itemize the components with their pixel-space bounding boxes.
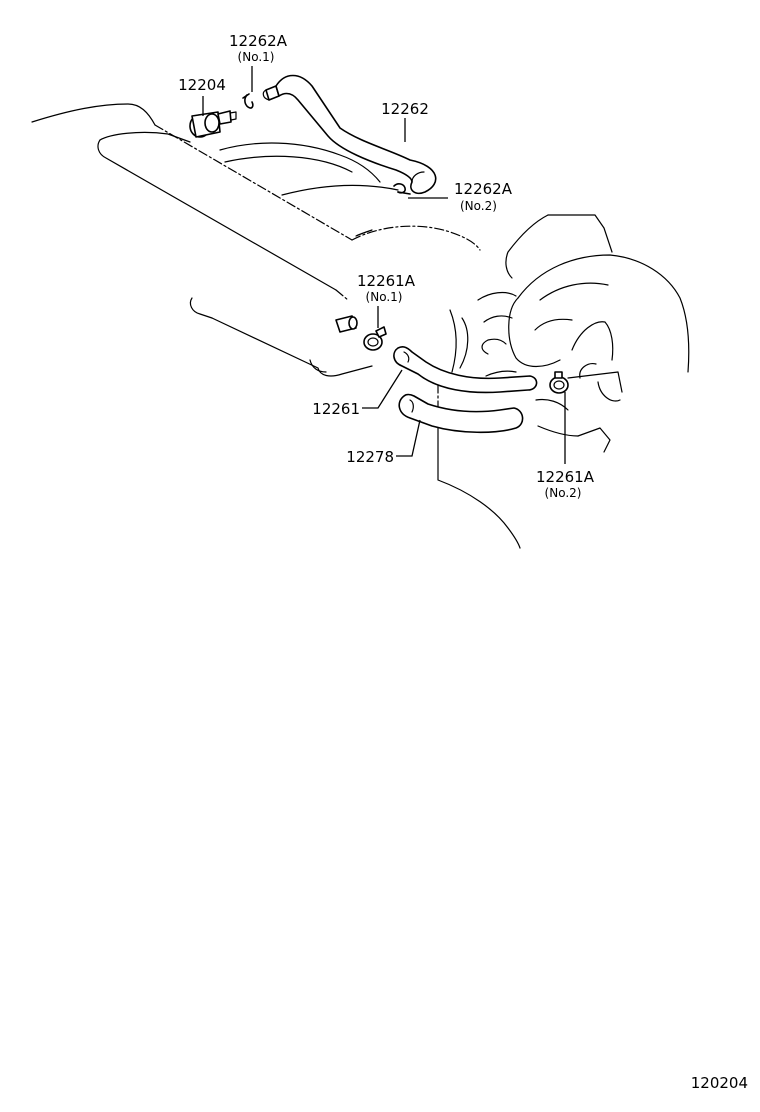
- label-clip-no1-top-sub: (No.1): [238, 50, 275, 64]
- label-hose-lower: 12261: [312, 400, 360, 418]
- hose-clamp-no2: [549, 371, 569, 394]
- label-clip-no1-top: 12262A: [229, 32, 288, 50]
- leader-lines: [202, 66, 566, 464]
- label-pcv-valve: 12204: [178, 76, 226, 94]
- air-intake-duct: [505, 214, 690, 453]
- label-clamp-no2: 12261A: [536, 468, 595, 486]
- label-clip-no2-top-sub: (No.2): [460, 199, 497, 213]
- label-clamp-no1-sub: (No.1): [366, 290, 403, 304]
- hose-nipple: [335, 315, 358, 333]
- bypass-hose: [398, 393, 524, 434]
- label-clip-no2-top: 12262A: [454, 180, 513, 198]
- upper-pcv-hose: [262, 74, 437, 195]
- hose-clip-no2-upper: [393, 183, 411, 195]
- label-clamp-no1: 12261A: [357, 272, 416, 290]
- lower-pcv-hose: [393, 346, 538, 394]
- label-hose-bottom: 12278: [346, 448, 394, 466]
- part-labels: 12262A (No.1) 12204 12262 12262A (No.2) …: [178, 32, 748, 1092]
- pcv-valve: [189, 110, 237, 138]
- engine-outline: [31, 103, 521, 549]
- hose-clamp-no1: [363, 326, 387, 351]
- label-hose-upper: 12262: [381, 100, 429, 118]
- hose-clip-no1-upper: [242, 93, 254, 109]
- figure-number: 120204: [691, 1074, 748, 1092]
- label-clamp-no2-sub: (No.2): [545, 486, 582, 500]
